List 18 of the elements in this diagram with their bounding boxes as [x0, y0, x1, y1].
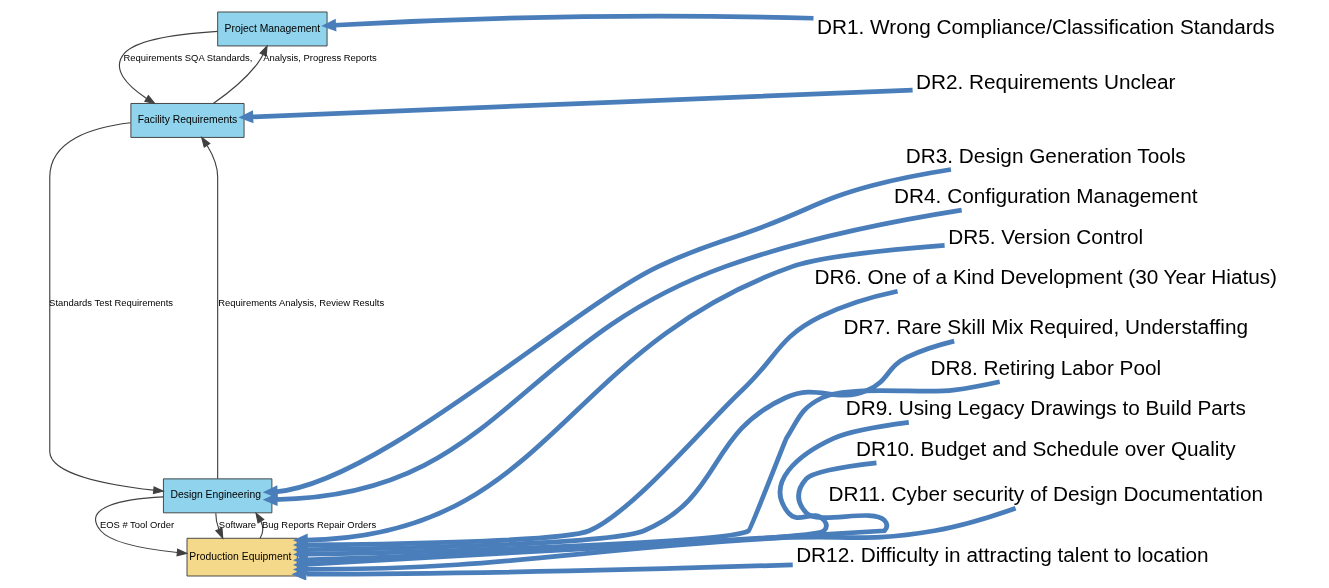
node-text: DR12. Difficulty in attracting talent to location [796, 543, 1209, 567]
edge-label: Requirements Analysis, Review Results [218, 297, 385, 309]
node-text: DR2. Requirements Unclear [916, 69, 1176, 93]
edge-label: Requirements SQA Standards, [123, 52, 253, 64]
node-text: DR3. Design Generation Tools [905, 143, 1186, 167]
node-text: DR11. Cyber security of Design Documentation [828, 482, 1263, 506]
node-text: DR4. Configuration Management [894, 184, 1198, 208]
edge-label: EOS # Tool Order [99, 518, 175, 530]
node-text: DR1. Wrong Compliance/Classification Standards [817, 15, 1275, 39]
node-text: DR6. One of a Kind Development (30 Year Hiatus) [814, 265, 1278, 289]
edge-label: Software [218, 518, 257, 530]
node-text: DR8. Retiring Labor Pool [930, 355, 1162, 379]
node-text: DR5. Version Control [948, 224, 1144, 248]
node-text: DR10. Budget and Schedule over Quality [856, 436, 1236, 460]
edge-label: Analysis, Progress Reports [263, 52, 377, 64]
edge-label: Bug Reports Repair Orders [261, 518, 377, 530]
node-text: DR9. Using Legacy Drawings to Build Parts [845, 396, 1246, 420]
node-text: DR7. Rare Skill Mix Required, Understaffing [843, 315, 1248, 339]
